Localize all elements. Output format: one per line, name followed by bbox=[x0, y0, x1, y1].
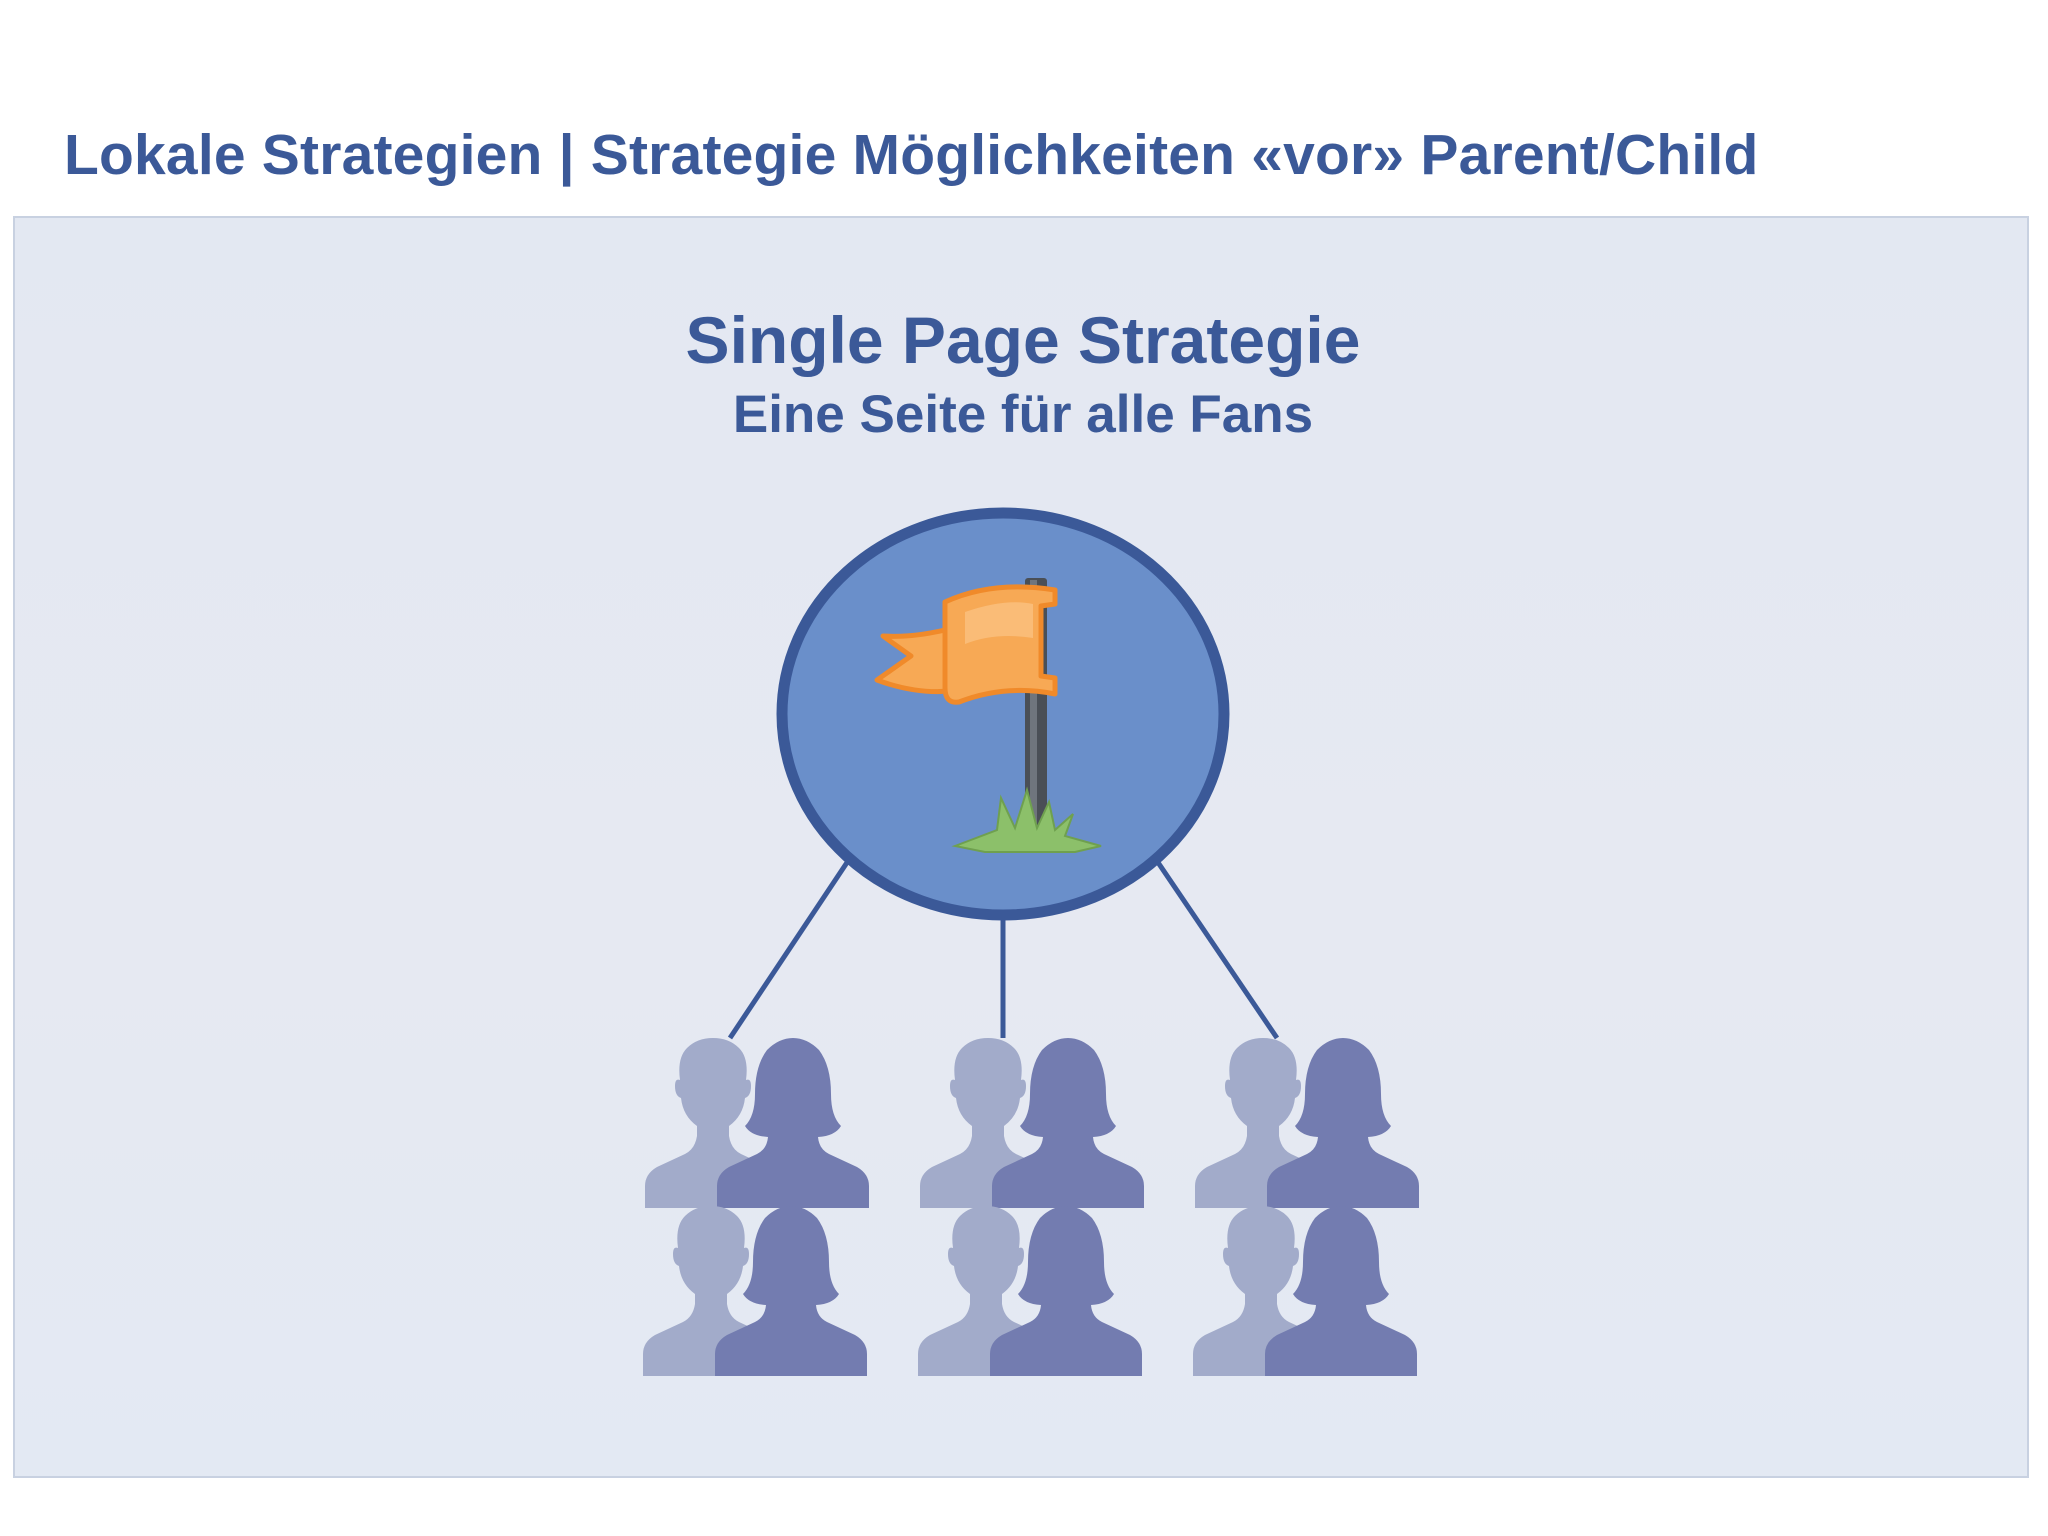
strategy-diagram bbox=[643, 507, 1419, 1376]
fan-group bbox=[918, 1206, 1142, 1376]
connector-left bbox=[727, 856, 853, 1040]
diagram-subheading: Eine Seite für alle Fans bbox=[732, 385, 1314, 444]
fan-group bbox=[1195, 1038, 1419, 1208]
fan-group bbox=[645, 1038, 869, 1208]
fan-group bbox=[643, 1206, 867, 1376]
connector-lines bbox=[727, 856, 1280, 1040]
page-node bbox=[776, 507, 1230, 921]
flag-icon bbox=[874, 578, 1102, 853]
diagram-panel: Single Page Strategie Eine Seite für all… bbox=[13, 216, 2029, 1478]
fan-group bbox=[1193, 1206, 1417, 1376]
diagram-heading: Single Page Strategie bbox=[685, 303, 1361, 377]
fan-groups bbox=[643, 1038, 1419, 1376]
slide-title: Lokale Strategien | Strategie Möglichkei… bbox=[64, 123, 1759, 187]
connector-right bbox=[1152, 856, 1280, 1040]
fan-group bbox=[920, 1038, 1144, 1208]
